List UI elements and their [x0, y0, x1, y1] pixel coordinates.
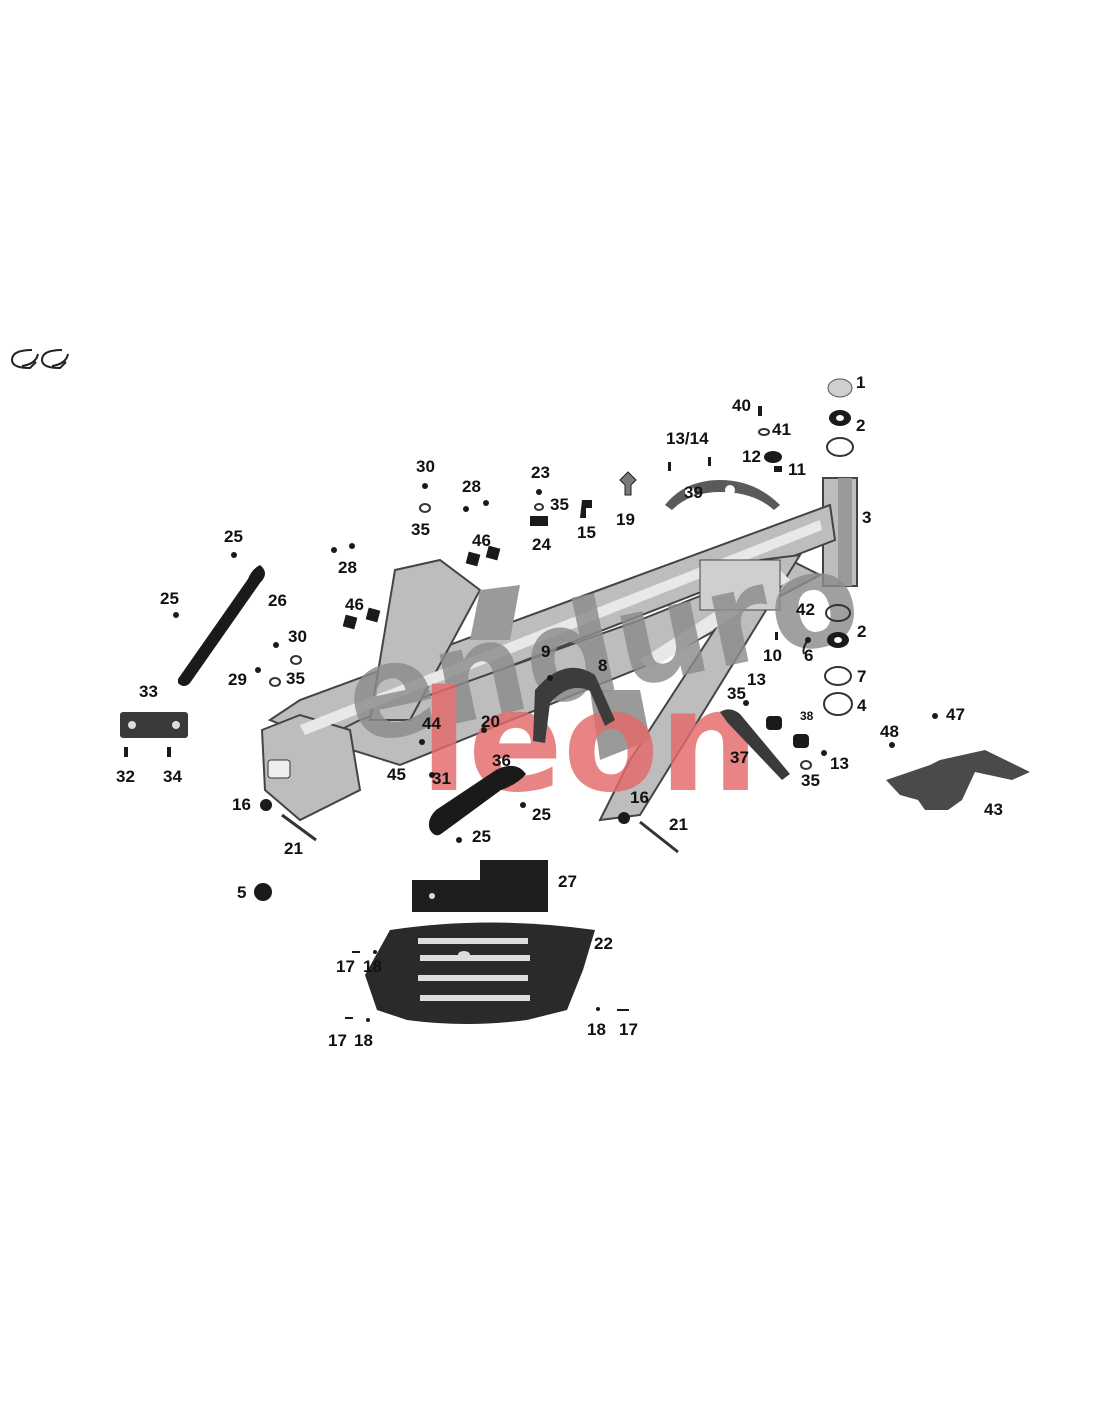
callout-29: 29	[228, 670, 247, 689]
callout-23: 23	[531, 463, 550, 482]
callout-13-14: 13/14	[666, 429, 709, 448]
bracket-39	[665, 457, 780, 510]
callout-35: 35	[411, 520, 430, 539]
callout-26: 26	[268, 591, 287, 610]
callout-21: 21	[284, 839, 303, 858]
callout-35: 35	[286, 669, 305, 688]
callout-35: 35	[801, 771, 820, 790]
callout-13: 13	[830, 754, 849, 773]
callout-31: 31	[432, 769, 451, 788]
callout-8: 8	[598, 656, 607, 675]
clips-46	[342, 545, 501, 630]
bracket-43	[886, 713, 1030, 810]
callout-20: 20	[481, 712, 500, 731]
callout-33: 33	[139, 682, 158, 701]
guard-27	[412, 860, 548, 912]
strip-37	[720, 709, 790, 780]
callout-24: 24	[532, 535, 551, 554]
top-small-hardware	[331, 471, 637, 553]
callout-28: 28	[462, 477, 481, 496]
callout-48: 48	[880, 722, 899, 741]
callout-labels: 1 2 3 40 41 12 11 13/14 39 19 23 35 15 2…	[116, 373, 1003, 1050]
callout-30: 30	[416, 457, 435, 476]
callout-13: 13	[747, 670, 766, 689]
strip-31-36	[428, 765, 526, 843]
head-bearing-stack	[823, 378, 854, 716]
callout-34: 34	[163, 767, 182, 786]
callout-36: 36	[492, 751, 511, 770]
callout-4: 4	[857, 696, 867, 715]
mount-bracket-8	[533, 667, 615, 743]
callout-44: 44	[422, 714, 441, 733]
callout-16: 16	[232, 795, 251, 814]
plug-5	[254, 883, 272, 901]
callout-22: 22	[594, 934, 613, 953]
callout-17: 17	[619, 1020, 638, 1039]
callout-38: 38	[800, 709, 814, 723]
brand-logo	[10, 349, 69, 370]
callout-25: 25	[224, 527, 243, 546]
callout-7: 7	[857, 667, 866, 686]
callout-17: 17	[336, 957, 355, 976]
callout-47: 47	[946, 705, 965, 724]
callout-39: 39	[684, 483, 703, 502]
skid-plate-22	[345, 922, 629, 1024]
main-frame	[260, 477, 858, 822]
callout-45: 45	[387, 765, 406, 784]
callout-2: 2	[857, 622, 866, 641]
callout-35: 35	[727, 684, 746, 703]
callout-3: 3	[862, 508, 871, 527]
callout-30: 30	[288, 627, 307, 646]
callout-40: 40	[732, 396, 751, 415]
callout-16: 16	[630, 788, 649, 807]
plate-33	[120, 712, 188, 757]
callout-42: 42	[796, 600, 815, 619]
callout-10: 10	[763, 646, 782, 665]
through-bolts	[260, 727, 679, 854]
pivot-block	[260, 713, 362, 822]
callout-18: 18	[363, 957, 382, 976]
callout-11: 11	[788, 460, 806, 479]
callout-37: 37	[730, 748, 749, 767]
callout-17: 17	[328, 1031, 347, 1050]
rear-diagonal	[368, 558, 482, 721]
callout-46: 46	[472, 531, 491, 550]
callout-35: 35	[550, 495, 569, 514]
callout-15: 15	[577, 523, 596, 542]
callout-41: 41	[772, 420, 791, 439]
callout-2: 2	[856, 416, 865, 435]
rubber-strip-26	[173, 552, 265, 686]
callout-1: 1	[856, 373, 865, 392]
callout-25: 25	[160, 589, 179, 608]
rubber-38	[743, 700, 827, 770]
callout-46: 46	[345, 595, 364, 614]
left-small-parts	[255, 642, 302, 687]
callout-28: 28	[338, 558, 357, 577]
head-hardware	[758, 406, 811, 655]
callout-21: 21	[669, 815, 688, 834]
callout-12: 12	[742, 447, 761, 466]
callout-32: 32	[116, 767, 135, 786]
callout-25: 25	[472, 827, 491, 846]
callout-9: 9	[541, 642, 550, 661]
callout-6: 6	[804, 646, 813, 665]
callout-18: 18	[354, 1031, 373, 1050]
callout-18: 18	[587, 1020, 606, 1039]
callout-43: 43	[984, 800, 1003, 819]
callout-5: 5	[237, 883, 246, 902]
callout-25: 25	[532, 805, 551, 824]
callout-19: 19	[616, 510, 635, 529]
callout-27: 27	[558, 872, 577, 891]
